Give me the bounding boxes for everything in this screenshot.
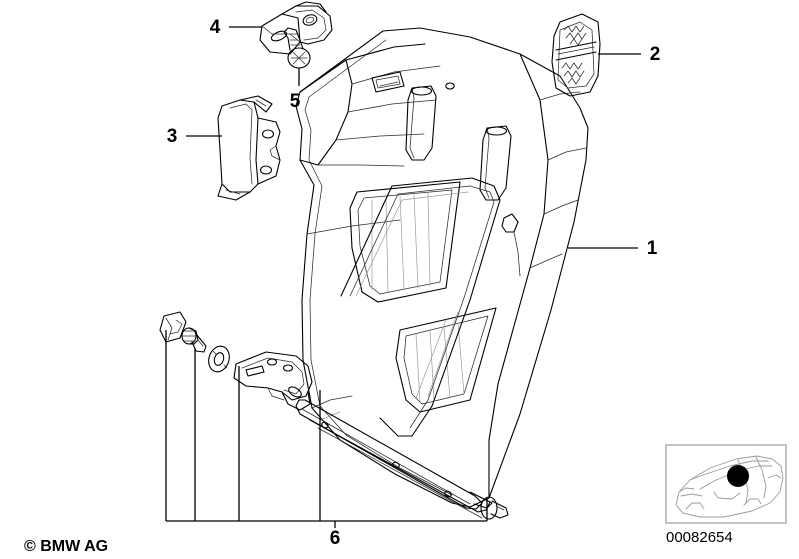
- part-6-cap-plug[interactable]: [159, 311, 187, 343]
- part-1-seat-back-panel[interactable]: [295, 27, 589, 508]
- callout-5-label: 5: [290, 91, 301, 112]
- callout-2[interactable]: 2: [598, 44, 660, 65]
- part-3-angle-bracket[interactable]: [217, 95, 281, 201]
- part-6-hinge-pin[interactable]: [480, 496, 509, 520]
- callout-1[interactable]: 1: [568, 238, 658, 259]
- thumbnail-frame: [665, 444, 787, 524]
- part-6-bolt[interactable]: [181, 327, 207, 353]
- callout-2-label: 2: [650, 44, 661, 65]
- part-2-textured-clip-bracket[interactable]: [551, 13, 601, 97]
- callout-3-label: 3: [167, 126, 178, 147]
- callout-4-label: 4: [210, 17, 221, 38]
- callout-6[interactable]: 6: [165, 330, 488, 549]
- callout-3[interactable]: 3: [167, 126, 222, 147]
- part-4-hinge-bracket[interactable]: [259, 1, 333, 55]
- callout-1-label: 1: [647, 238, 658, 259]
- callout-5[interactable]: 5: [290, 68, 301, 112]
- vehicle-location-thumbnail[interactable]: 00082654: [665, 444, 787, 546]
- callout-4[interactable]: 4: [210, 17, 262, 38]
- part-6-washer[interactable]: [205, 344, 232, 375]
- part-6-l-bracket[interactable]: [233, 351, 313, 411]
- part-6-hinge-rod[interactable]: [295, 399, 493, 519]
- diagram-id: 00082654: [666, 529, 733, 546]
- callout-6-label: 6: [330, 528, 341, 549]
- copyright-notice: © BMW AG: [24, 538, 108, 555]
- thumbnail-location-marker: [727, 465, 749, 487]
- thumbnail-car-outline: [675, 455, 784, 518]
- part-5-pan-head-screw[interactable]: [283, 27, 311, 69]
